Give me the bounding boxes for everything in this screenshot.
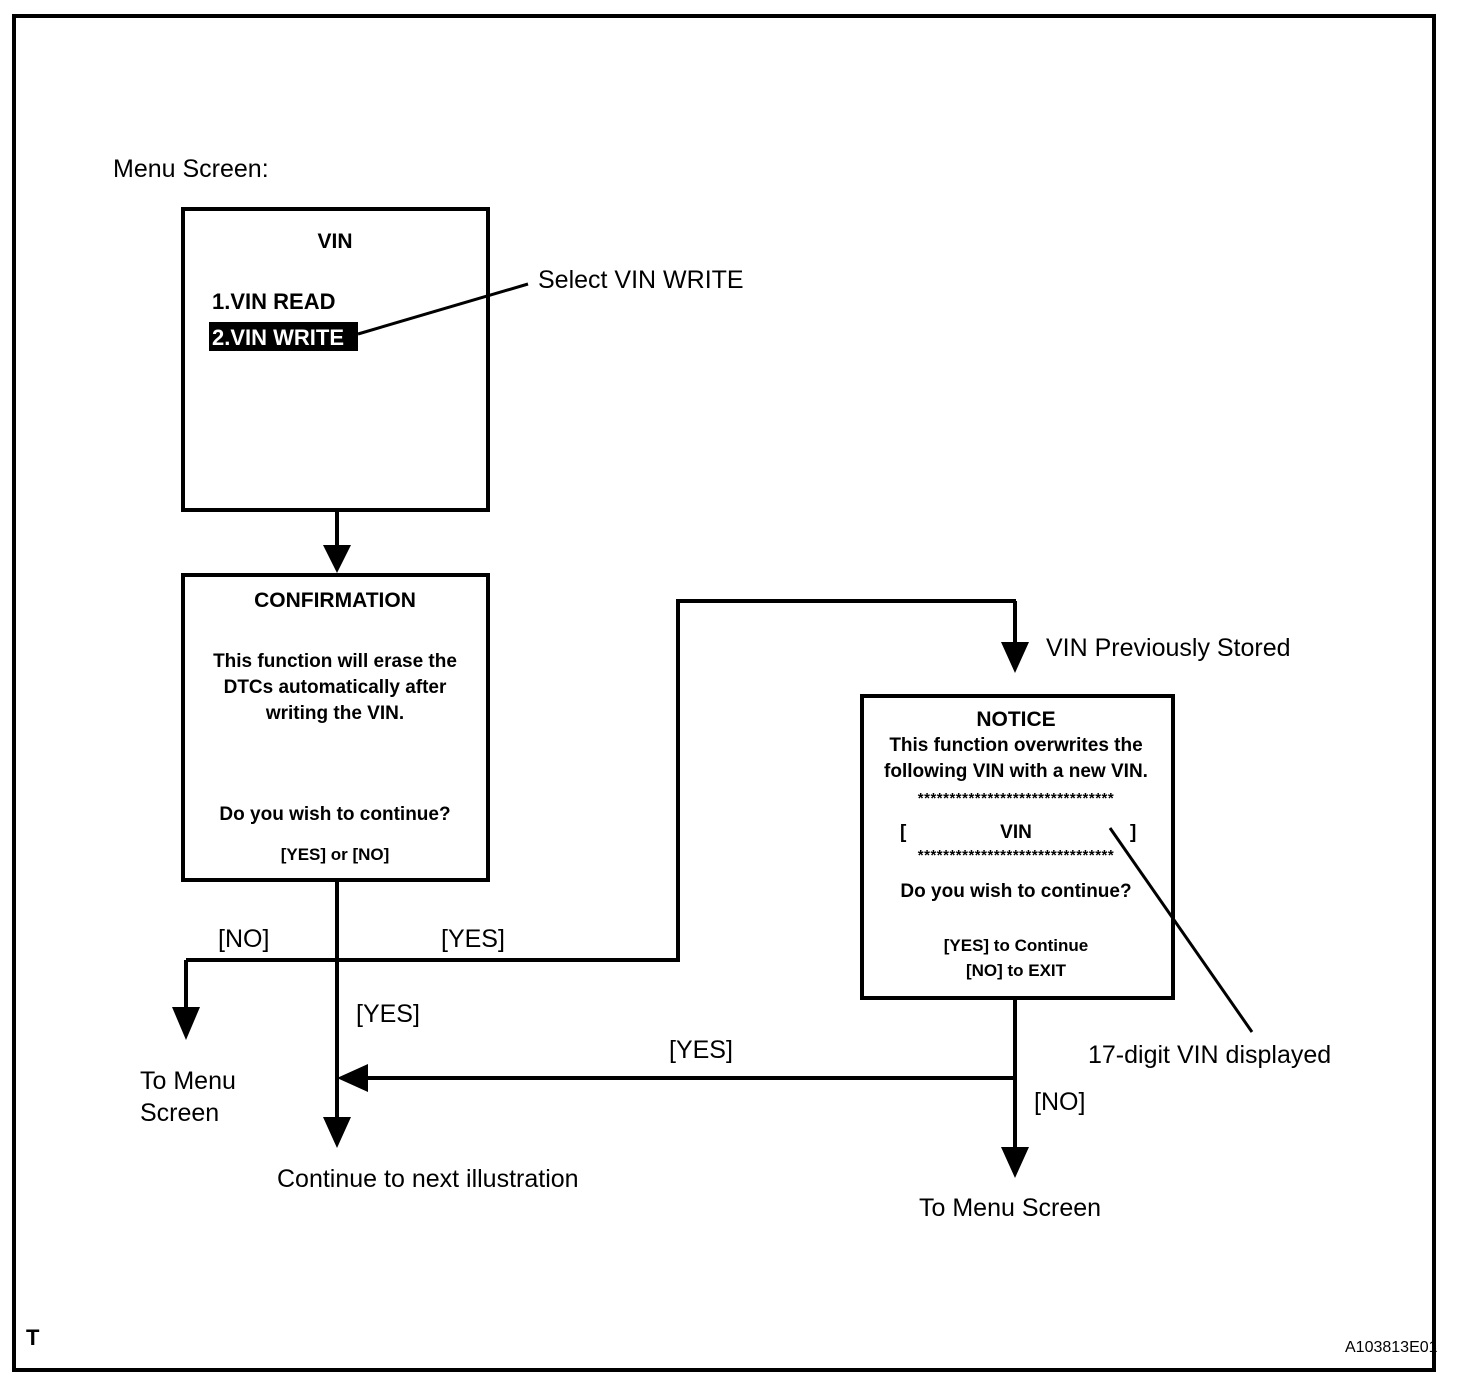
flow-label-confirmation-yes-down: [YES]: [356, 1000, 420, 1028]
corner-marker-t: T: [26, 1325, 40, 1350]
terminal-to-menu-screen-right: To Menu Screen: [919, 1194, 1101, 1222]
vin-menu-screen-box: [181, 207, 490, 512]
select-vin-write-callout-line: [357, 282, 529, 336]
notice-screen-box: [860, 694, 1175, 1000]
notice-option-no: [NO] to EXIT: [966, 961, 1067, 980]
confirmation-options: [YES] or [NO]: [281, 845, 390, 864]
vin-menu-title: VIN: [317, 230, 352, 253]
confirmation-no-arrowhead: [172, 1007, 200, 1040]
vin-previously-stored-label: VIN Previously Stored: [1046, 634, 1291, 662]
terminal-to-menu-screen-left-line1: To Menu: [140, 1067, 236, 1095]
vin-digits-callout-line: [1108, 827, 1254, 1033]
notice-vin-open-bracket: [: [900, 822, 907, 843]
notice-yes-arrowhead: [337, 1064, 368, 1092]
notice-separator-top: *******************************: [918, 790, 1114, 807]
confirmation-body-line-2: DTCs automatically after: [224, 677, 447, 698]
arrow-vin-to-confirmation-head: [323, 545, 351, 573]
notice-vin-placeholder: VIN: [1000, 822, 1032, 843]
notice-question: Do you wish to continue?: [900, 881, 1131, 902]
notice-title: NOTICE: [976, 708, 1055, 731]
terminal-continue-next-illustration: Continue to next illustration: [277, 1165, 579, 1193]
confirmation-down-arrowhead: [323, 1117, 351, 1148]
page-frame: [12, 14, 1436, 1372]
confirmation-body-line-1: This function will erase the: [213, 651, 457, 672]
select-vin-write-callout-label: Select VIN WRITE: [538, 266, 744, 294]
flow-label-notice-no: [NO]: [1034, 1088, 1085, 1116]
vin-menu-item-vin-read[interactable]: 1.VIN READ: [212, 289, 335, 314]
confirmation-body-line-3: writing the VIN.: [265, 703, 404, 724]
notice-separator-bottom: *******************************: [918, 847, 1114, 864]
notice-no-arrowhead: [1001, 1147, 1029, 1178]
terminal-to-menu-screen-left-line2: Screen: [140, 1099, 219, 1127]
vin-digits-callout-label: 17-digit VIN displayed: [1088, 1041, 1331, 1069]
notice-body-line-2: following VIN with a new VIN.: [884, 761, 1148, 782]
notice-option-yes: [YES] to Continue: [944, 936, 1088, 955]
confirmation-screen-box: [181, 573, 490, 882]
flow-label-confirmation-no: [NO]: [218, 925, 269, 953]
flow-label-confirmation-yes-right: [YES]: [441, 925, 505, 953]
confirmation-title: CONFIRMATION: [254, 589, 416, 612]
notice-entry-arrowhead: [1001, 642, 1029, 673]
notice-body-line-1: This function overwrites the: [889, 735, 1142, 756]
confirmation-question: Do you wish to continue?: [219, 804, 450, 825]
figure-code: A103813E01: [1345, 1339, 1438, 1356]
vin-menu-item-vin-write[interactable]: 2.VIN WRITE: [212, 325, 344, 350]
vin-menu-selection-highlight: [209, 322, 358, 351]
flow-label-notice-yes: [YES]: [669, 1036, 733, 1064]
figure-caption: Menu Screen:: [113, 155, 269, 183]
notice-vin-close-bracket: ]: [1130, 822, 1136, 843]
